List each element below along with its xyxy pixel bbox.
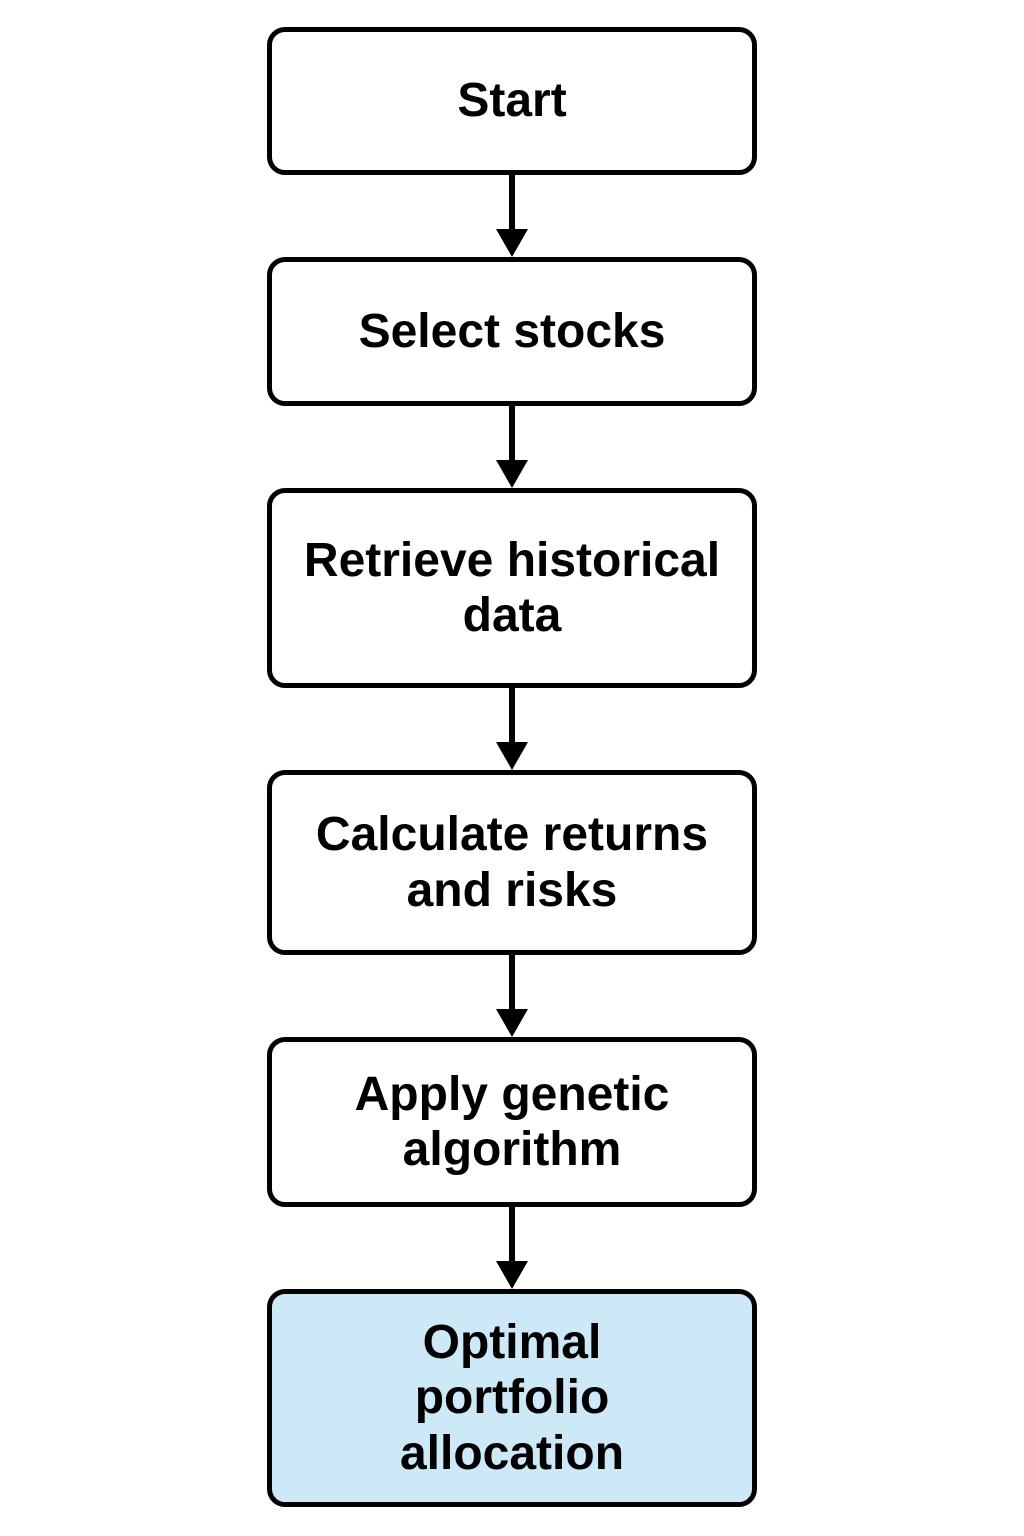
node-apply-genetic: Apply genetic algorithm bbox=[267, 1037, 757, 1207]
node-select-stocks-label: Select stocks bbox=[358, 304, 666, 358]
flowchart: Start Select stocks Retrieve historical … bbox=[0, 27, 1024, 1507]
arrow-stem bbox=[509, 406, 515, 460]
node-start-label: Start bbox=[457, 74, 567, 128]
arrow-stem bbox=[509, 1207, 515, 1261]
node-start: Start bbox=[267, 27, 757, 175]
node-calculate-returns: Calculate returns and risks bbox=[267, 770, 757, 955]
arrow-start-to-select-stocks bbox=[496, 175, 528, 257]
arrowhead-down-icon bbox=[496, 1261, 528, 1289]
node-optimal-allocation: Optimal portfolio allocation bbox=[267, 1289, 757, 1507]
arrowhead-down-icon bbox=[496, 229, 528, 257]
node-retrieve-historical-label: Retrieve historical data bbox=[303, 533, 721, 642]
node-apply-genetic-label: Apply genetic algorithm bbox=[354, 1067, 670, 1176]
arrow-stem bbox=[509, 175, 515, 229]
arrow-apply-to-optimal bbox=[496, 1207, 528, 1289]
arrow-stem bbox=[509, 955, 515, 1009]
arrow-stem bbox=[509, 688, 515, 742]
node-retrieve-historical: Retrieve historical data bbox=[267, 488, 757, 688]
node-select-stocks: Select stocks bbox=[267, 257, 757, 406]
arrow-retrieve-to-calculate bbox=[496, 688, 528, 770]
arrowhead-down-icon bbox=[496, 742, 528, 770]
node-calculate-returns-label: Calculate returns and risks bbox=[315, 808, 709, 917]
arrow-calculate-to-apply bbox=[496, 955, 528, 1037]
arrowhead-down-icon bbox=[496, 1009, 528, 1037]
arrow-select-stocks-to-retrieve bbox=[496, 406, 528, 488]
node-optimal-allocation-label: Optimal portfolio allocation bbox=[399, 1316, 625, 1480]
arrowhead-down-icon bbox=[496, 460, 528, 488]
